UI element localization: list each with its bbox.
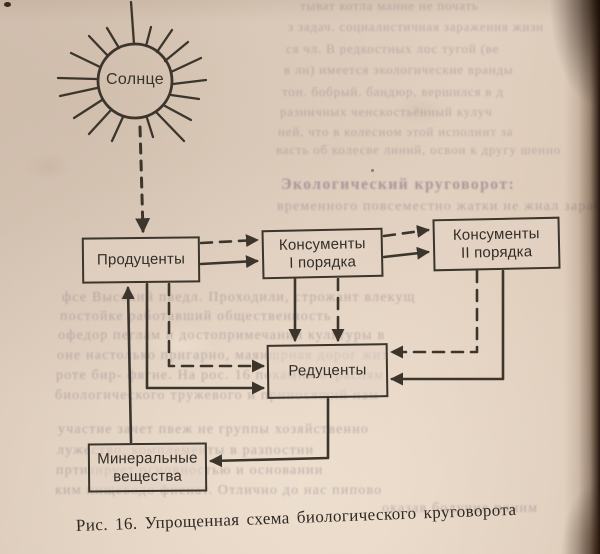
sun-label: Солнце xyxy=(106,71,164,88)
node-consumers-1: Консументы I порядка xyxy=(261,227,384,280)
edge-sun-to-producers xyxy=(135,125,151,234)
node-minerals: Минеральные вещества xyxy=(87,442,208,493)
node-label: Минеральные xyxy=(97,449,198,468)
node-label: вещества xyxy=(113,467,183,485)
edge-producers-to-consumers1-dashed xyxy=(199,234,259,248)
node-label: Консументы xyxy=(278,234,366,254)
edge-consumers1-to-consumers2-solid xyxy=(382,246,430,260)
node-label: Продуценты xyxy=(96,250,186,269)
edge-consumers2-to-reducers-solid xyxy=(390,269,505,386)
edge-consumers2-to-reducers-dashed xyxy=(390,269,479,359)
edge-producers-to-consumers1-solid xyxy=(199,255,259,269)
node-reducers: Редуценты xyxy=(266,343,389,399)
edge-producers-to-reducers-solid xyxy=(145,282,265,395)
edge-minerals-to-producers xyxy=(121,286,135,444)
edge-consumers1-to-consumers2-dashed xyxy=(382,225,430,238)
edge-producers-to-reducers-dashed xyxy=(167,282,265,373)
node-label: II порядка xyxy=(460,243,533,262)
node-label: I порядка xyxy=(289,252,357,272)
node-label: Редуценты xyxy=(288,361,367,380)
node-label: Консументы xyxy=(452,225,540,245)
node-consumers-2: Консументы II порядка xyxy=(432,216,561,272)
edge-reducers-to-minerals xyxy=(209,397,330,468)
node-producers: Продуценты xyxy=(81,236,201,284)
sun-rays xyxy=(56,0,208,143)
